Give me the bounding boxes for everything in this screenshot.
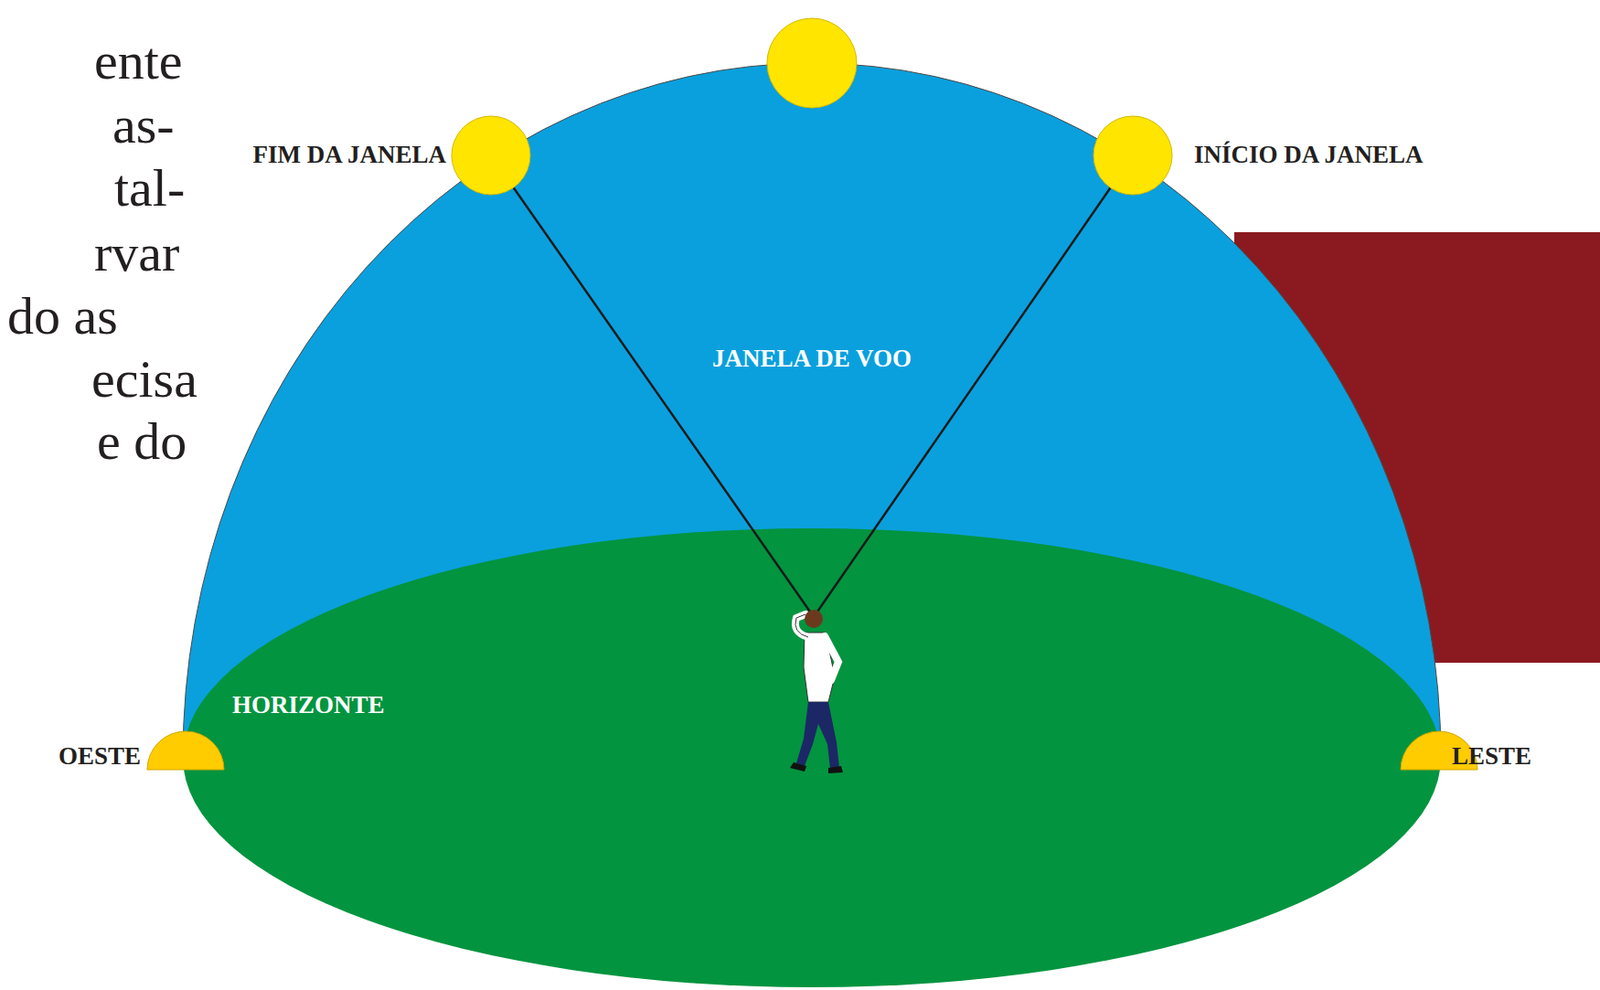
rising-sun bbox=[147, 731, 224, 770]
cardinal-direction: LESTE bbox=[1451, 742, 1532, 771]
trousers bbox=[796, 702, 840, 769]
observer-figure bbox=[789, 609, 843, 774]
shoe bbox=[828, 766, 843, 774]
body-text-fragment: do as bbox=[7, 286, 118, 348]
shoe bbox=[789, 762, 807, 772]
body-text-fragment: e do bbox=[96, 411, 187, 473]
window-end-label: FIM DA JANELA bbox=[252, 140, 447, 170]
horizon-plane bbox=[182, 528, 1441, 988]
head bbox=[804, 609, 823, 629]
body-text-fragment: tal- bbox=[114, 158, 185, 220]
shape-label: JANELA DE VOO bbox=[712, 344, 912, 374]
sun bbox=[451, 116, 531, 195]
body-text-fragment: ente bbox=[94, 31, 183, 93]
sight-line bbox=[490, 155, 812, 615]
lower-arm bbox=[824, 636, 839, 681]
cardinal-direction: OESTE bbox=[58, 742, 141, 771]
body-text-fragment: ecisa bbox=[91, 349, 198, 411]
sun bbox=[767, 18, 857, 108]
sun bbox=[1093, 116, 1173, 195]
shape-label: HORIZONTE bbox=[232, 691, 385, 720]
horizon-ground: HORIZONTE bbox=[182, 528, 1441, 988]
body-text-fragment: as- bbox=[112, 95, 175, 157]
shape-outline bbox=[182, 528, 1441, 988]
body-text-fragment: rvar bbox=[94, 223, 180, 285]
window-start-label: INÍCIO DA JANELA bbox=[1194, 140, 1424, 170]
sight-line bbox=[815, 155, 1133, 615]
